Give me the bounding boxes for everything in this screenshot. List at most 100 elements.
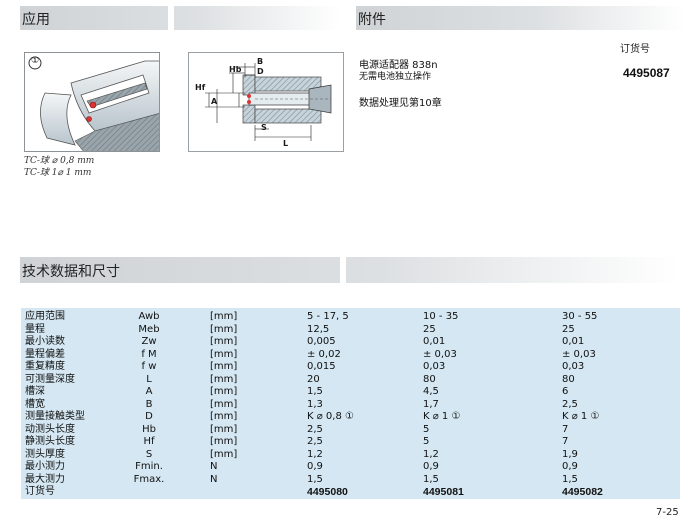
spec-value-1: 2,5 xyxy=(307,436,323,447)
spec-value-2: 1,2 xyxy=(423,448,439,460)
spec-name: 重复精度 xyxy=(25,361,65,372)
figure-caption-1: TC-球 ⌀ 0,8 mm xyxy=(24,156,95,166)
spec-value-3: K ⌀ 1 ① xyxy=(562,411,600,422)
spec-value-2: 4,5 xyxy=(423,386,439,397)
spec-name: 最大测力 xyxy=(25,473,65,485)
spec-unit: [mm] xyxy=(210,398,238,410)
accessory-note: 无需电池独立操作 xyxy=(359,72,432,82)
section-title-application: 应用 xyxy=(22,12,50,28)
spec-value-1: ± 0,02 xyxy=(307,348,341,360)
spec-value-1: 0,9 xyxy=(307,461,323,472)
dimension-drawing xyxy=(205,63,332,141)
spec-name: 静测头长度 xyxy=(25,436,75,447)
spec-name: 槽深 xyxy=(25,386,45,397)
spec-value-2: K ⌀ 1 ① xyxy=(423,411,461,422)
spec-value-1: 0,015 xyxy=(307,361,336,372)
spec-value-1: 2,5 xyxy=(307,423,323,435)
spec-value-3: 6 xyxy=(562,386,569,397)
spec-value-2: 5 xyxy=(423,423,430,435)
spec-symbol: Hf xyxy=(143,436,155,447)
figure-caption-2: TC-球 1⌀ 1 mm xyxy=(24,168,92,178)
spec-unit: [mm] xyxy=(210,336,238,347)
spec-name: 测量接触类型 xyxy=(25,411,85,422)
spec-value-1: 5 - 17, 5 xyxy=(307,311,349,322)
spec-name: 测头厚度 xyxy=(25,448,65,460)
spec-name: 量程偏差 xyxy=(25,348,65,360)
spec-unit: N xyxy=(210,473,218,485)
spec-unit: [mm] xyxy=(210,423,238,435)
spec-name: 量程 xyxy=(25,323,45,335)
dim-label-a: A xyxy=(211,97,218,106)
spec-symbol: Meb xyxy=(138,323,160,335)
groove-cutaway-figure: ① xyxy=(24,52,160,152)
figure-marker: ① xyxy=(30,56,40,66)
spec-value-1: 1,5 xyxy=(307,473,323,485)
spec-value-3: 0,03 xyxy=(562,361,585,372)
section-header-accessories: 附件 xyxy=(356,6,686,30)
spec-name: 订货号 xyxy=(25,486,55,497)
spec-symbol: Fmax. xyxy=(133,473,165,485)
spec-value-2: 0,01 xyxy=(423,336,446,347)
spec-symbol: B xyxy=(145,398,153,410)
spec-unit: [mm] xyxy=(210,411,238,422)
spec-unit: [mm] xyxy=(210,311,238,322)
dim-label-d: D xyxy=(257,67,264,76)
spec-symbol: Awb xyxy=(138,311,160,322)
spec-value-1: 1,3 xyxy=(307,398,323,410)
spec-value-2: 1,7 xyxy=(423,398,439,410)
spec-value-1: 4495080 xyxy=(307,486,348,498)
groove-cutaway-drawing xyxy=(28,56,159,151)
spec-value-1: 12,5 xyxy=(307,323,330,335)
spec-value-1: K ⌀ 0,8 ① xyxy=(307,411,354,422)
spec-value-3: 25 xyxy=(562,323,575,335)
spec-value-2: 25 xyxy=(423,323,436,335)
spec-symbol: Zw xyxy=(141,336,157,347)
spec-name: 最小测力 xyxy=(25,461,65,472)
accessory-order-header: 订货号 xyxy=(620,44,650,55)
header-divider-technical xyxy=(340,257,346,283)
spec-name: 最小读数 xyxy=(25,336,65,347)
spec-value-2: 10 - 35 xyxy=(423,311,459,322)
spec-value-1: 1,2 xyxy=(307,448,323,460)
section-header-application: 应用 xyxy=(20,6,340,30)
spec-symbol: f w xyxy=(141,361,157,372)
spec-value-2: 4495081 xyxy=(423,486,464,498)
section-title-accessories: 附件 xyxy=(358,12,386,28)
spec-value-3: 0,9 xyxy=(562,461,578,472)
spec-symbol: S xyxy=(145,448,153,460)
section-title-technical: 技术数据和尺寸 xyxy=(22,264,120,280)
figure-marker-circle xyxy=(28,56,42,70)
spec-name: 可测量深度 xyxy=(25,373,75,385)
spec-value-3: 7 xyxy=(562,423,569,435)
spec-value-2: 0,9 xyxy=(423,461,439,472)
spec-value-1: 1,5 xyxy=(307,386,323,397)
spec-unit: [mm] xyxy=(210,348,238,360)
spec-unit: [mm] xyxy=(210,373,238,385)
spec-unit: N xyxy=(210,461,218,472)
spec-value-3: 1,9 xyxy=(562,448,578,460)
spec-symbol: f M xyxy=(141,348,157,360)
spec-value-3: ± 0,03 xyxy=(562,348,596,360)
spec-value-2: 5 xyxy=(423,436,430,447)
spec-value-2: 80 xyxy=(423,373,436,385)
dimension-diagram: Hb Hf A B D S L xyxy=(188,52,344,152)
dim-label-hf: Hf xyxy=(195,83,206,92)
page-number: 7-25 xyxy=(656,507,679,518)
spec-unit: [mm] xyxy=(210,386,238,397)
dim-label-l: L xyxy=(283,139,289,148)
spec-name: 应用范围 xyxy=(25,311,65,322)
spec-value-2: 1,5 xyxy=(423,473,439,485)
spec-value-3: 80 xyxy=(562,373,575,385)
spec-unit: [mm] xyxy=(210,361,238,372)
